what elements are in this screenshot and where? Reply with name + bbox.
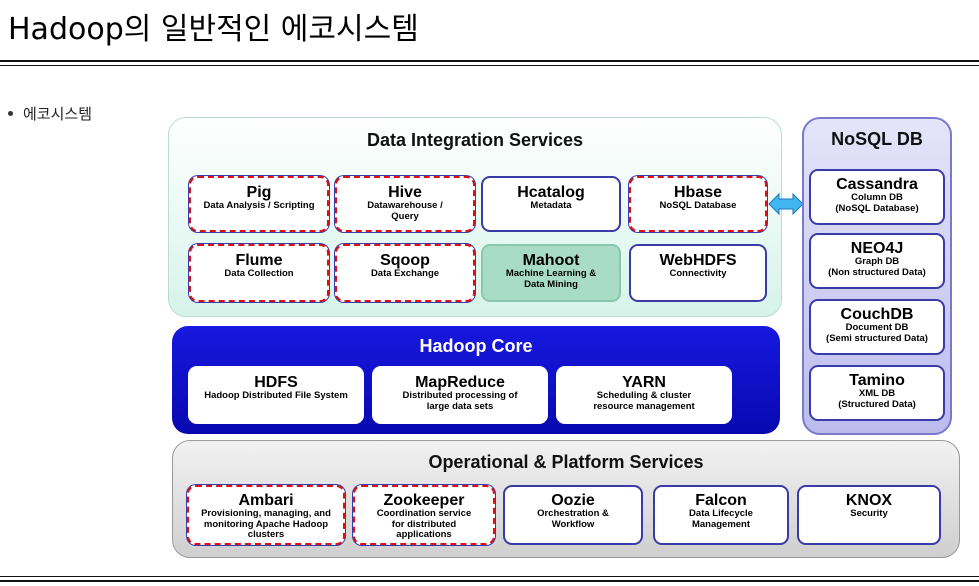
hbase-desc: NoSQL Database bbox=[659, 200, 737, 211]
hive-name: Hive bbox=[388, 184, 422, 201]
falcon-name: Falcon bbox=[695, 492, 747, 509]
webhdfs-name: WebHDFS bbox=[659, 252, 737, 269]
title-divider-thin bbox=[0, 65, 979, 66]
ambari-desc: Provisioning, managing, and monitoring A… bbox=[201, 508, 331, 540]
webhdfs-desc: Connectivity bbox=[669, 268, 727, 279]
nosql-section: NoSQL DB Cassandra Column DB (NoSQL Data… bbox=[802, 117, 952, 435]
bullet-dot-icon bbox=[8, 110, 13, 116]
bullet-text: 에코시스템 bbox=[23, 105, 93, 123]
title-divider bbox=[0, 60, 979, 62]
falcon-box: Falcon Data Lifecycle Management bbox=[653, 485, 789, 545]
falcon-desc: Data Lifecycle Management bbox=[689, 508, 753, 530]
yarn-box: YARN Scheduling & cluster resource manag… bbox=[556, 366, 732, 424]
couchdb-box: CouchDB Document DB (Semi structured Dat… bbox=[809, 299, 945, 355]
mahoot-box: Mahoot Machine Learning & Data Mining bbox=[481, 244, 621, 302]
couchdb-desc1: Document DB bbox=[845, 322, 909, 333]
tamino-name: Tamino bbox=[849, 372, 905, 389]
operational-section: Operational & Platform Services Ambari P… bbox=[172, 440, 960, 558]
nosql-title: NoSQL DB bbox=[831, 129, 923, 149]
hdfs-box: HDFS Hadoop Distributed File System bbox=[188, 366, 364, 424]
core-section: Hadoop Core HDFS Hadoop Distributed File… bbox=[172, 326, 780, 434]
hdfs-desc: Hadoop Distributed File System bbox=[204, 390, 348, 401]
oozie-desc: Orchestration & Workflow bbox=[537, 508, 609, 530]
mapreduce-name: MapReduce bbox=[415, 374, 505, 391]
hcatalog-box: Hcatalog Metadata bbox=[481, 176, 621, 232]
hive-box: Hive Datawarehouse / Query bbox=[335, 176, 475, 232]
oozie-box: Oozie Orchestration & Workflow bbox=[503, 485, 643, 545]
cassandra-name: Cassandra bbox=[836, 176, 918, 193]
flume-name: Flume bbox=[235, 252, 283, 269]
sqoop-name: Sqoop bbox=[380, 252, 430, 269]
couchdb-name: CouchDB bbox=[840, 306, 914, 323]
page-title: Hadoop의 일반적인 에코시스템 bbox=[8, 12, 419, 47]
hcatalog-desc: Metadata bbox=[530, 200, 572, 211]
integration-title: Data Integration Services bbox=[366, 130, 584, 150]
cassandra-desc1: Column DB bbox=[851, 192, 903, 203]
double-arrow-icon bbox=[768, 193, 804, 215]
bullet-item: 에코시스템 bbox=[4, 103, 92, 124]
flume-desc: Data Collection bbox=[224, 268, 294, 279]
sqoop-box: Sqoop Data Exchange bbox=[335, 244, 475, 302]
mapreduce-desc: Distributed processing of large data set… bbox=[402, 390, 518, 412]
yarn-name: YARN bbox=[622, 374, 666, 391]
webhdfs-box: WebHDFS Connectivity bbox=[629, 244, 767, 302]
oozie-name: Oozie bbox=[551, 492, 595, 509]
core-title: Hadoop Core bbox=[419, 336, 533, 356]
zookeeper-box: Zookeeper Coordination service for distr… bbox=[353, 485, 495, 545]
zookeeper-desc: Coordination service for distributed app… bbox=[376, 508, 472, 540]
zookeeper-name: Zookeeper bbox=[383, 492, 465, 509]
cassandra-box: Cassandra Column DB (NoSQL Database) bbox=[809, 169, 945, 225]
neo4j-name: NEO4J bbox=[850, 240, 904, 257]
flume-box: Flume Data Collection bbox=[189, 244, 329, 302]
cassandra-desc2: (NoSQL Database) bbox=[835, 202, 919, 214]
knox-desc: Security bbox=[850, 508, 888, 519]
hdfs-name: HDFS bbox=[254, 374, 298, 391]
pig-name: Pig bbox=[246, 184, 272, 201]
neo4j-box: NEO4J Graph DB (Non structured Data) bbox=[809, 233, 945, 289]
mahoot-name: Mahoot bbox=[522, 252, 580, 269]
couchdb-desc2: (Semi structured Data) bbox=[826, 332, 928, 344]
tamino-box: Tamino XML DB (Structured Data) bbox=[809, 365, 945, 421]
yarn-desc: Scheduling & cluster resource management bbox=[593, 390, 695, 412]
knox-box: KNOX Security bbox=[797, 485, 941, 545]
hbase-name: Hbase bbox=[673, 184, 723, 201]
footer-divider-thin bbox=[0, 576, 979, 577]
ambari-box: Ambari Provisioning, managing, and monit… bbox=[187, 485, 345, 545]
footer-divider bbox=[0, 580, 979, 582]
hbase-box: Hbase NoSQL Database bbox=[629, 176, 767, 232]
tamino-desc2: (Structured Data) bbox=[838, 398, 916, 410]
hive-desc: Datawarehouse / Query bbox=[367, 200, 443, 222]
pig-desc: Data Analysis / Scripting bbox=[203, 200, 315, 211]
operational-title: Operational & Platform Services bbox=[428, 452, 704, 472]
ambari-name: Ambari bbox=[238, 492, 294, 509]
neo4j-desc1: Graph DB bbox=[854, 256, 900, 267]
mahoot-desc: Machine Learning & Data Mining bbox=[505, 268, 597, 290]
tamino-desc1: XML DB bbox=[858, 388, 896, 399]
integration-section: Data Integration Services Pig Data Analy… bbox=[168, 117, 782, 317]
neo4j-desc2: (Non structured Data) bbox=[828, 266, 926, 278]
mapreduce-box: MapReduce Distributed processing of larg… bbox=[372, 366, 548, 424]
hcatalog-name: Hcatalog bbox=[517, 184, 585, 201]
sqoop-desc: Data Exchange bbox=[370, 268, 440, 279]
knox-name: KNOX bbox=[845, 492, 893, 509]
pig-box: Pig Data Analysis / Scripting bbox=[189, 176, 329, 232]
